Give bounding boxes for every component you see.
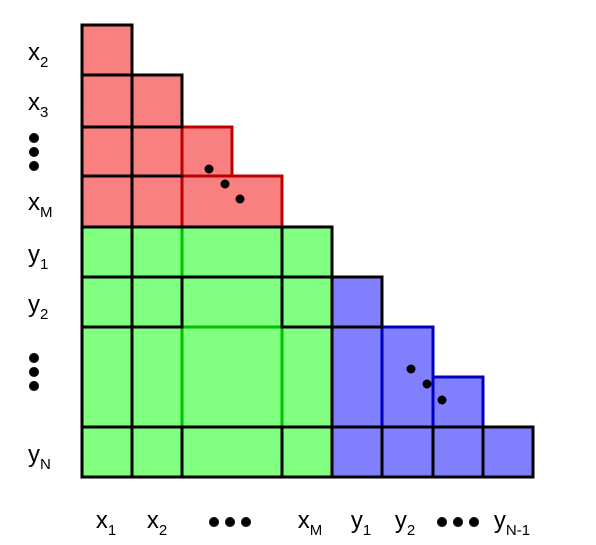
col-label-yN-1: yN-1 [494, 507, 530, 539]
col-label-ellipsis [437, 517, 479, 527]
diag-dot [437, 395, 447, 405]
y-x-region [80, 225, 334, 479]
ellipsis-dot [29, 161, 39, 171]
black-grid-lines [80, 23, 535, 479]
col-label-xM: xM [298, 507, 323, 539]
col-label-x1: x1 [96, 507, 116, 539]
ellipsis-dot [209, 517, 219, 527]
ellipsis-dot [29, 381, 39, 391]
y-x-block [80, 225, 334, 479]
ellipsis-dot [469, 517, 479, 527]
row-label-x2: x2 [28, 39, 48, 71]
ellipsis-dot [29, 353, 39, 363]
row-labels: x2 x3 xM y1 y2 yN [28, 39, 53, 473]
ellipsis-dot [29, 367, 39, 377]
diag-dot [220, 179, 230, 189]
row-label-yN: yN [28, 441, 51, 473]
diag-dot [235, 194, 245, 204]
row-label-ellipsis [29, 353, 39, 391]
row-label-xM: xM [28, 189, 53, 221]
row-label-y2: y2 [28, 291, 48, 323]
row-label-y1: y1 [28, 241, 48, 273]
ellipsis-dot [437, 517, 447, 527]
grid-line [330, 275, 384, 329]
ellipsis-dot [453, 517, 463, 527]
diag-dot [406, 364, 416, 374]
col-label-y2: y2 [395, 507, 415, 539]
row-label-x3: x3 [28, 89, 48, 121]
col-label-x2: x2 [147, 507, 167, 539]
column-labels: x1 x2 xM y1 y2 yN-1 [96, 507, 530, 539]
diag-dot [422, 379, 432, 389]
col-label-ellipsis [209, 517, 251, 527]
ellipsis-dot [29, 147, 39, 157]
ellipsis-dot [225, 517, 235, 527]
diag-dot [204, 164, 214, 174]
col-label-y1: y1 [351, 507, 371, 539]
ellipsis-dot [29, 133, 39, 143]
ellipsis-dot [241, 517, 251, 527]
diagonal-ellipsis [204, 164, 447, 405]
row-label-ellipsis [29, 133, 39, 171]
